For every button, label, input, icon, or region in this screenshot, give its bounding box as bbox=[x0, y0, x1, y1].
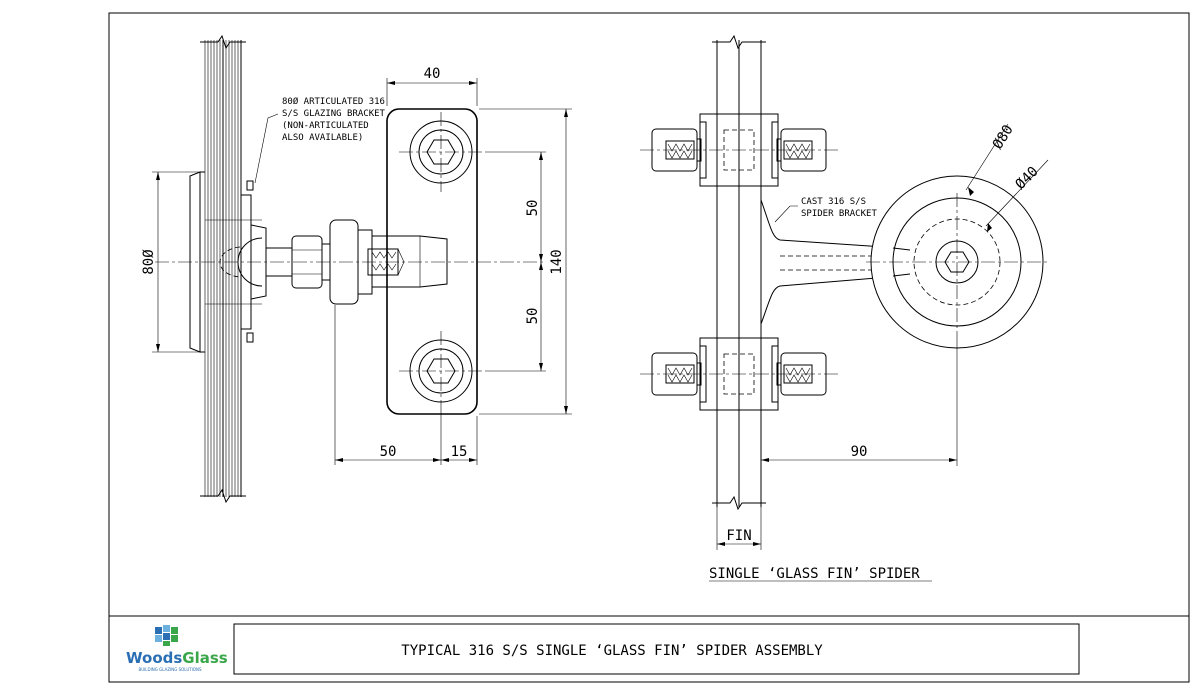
dim-80-dia bbox=[152, 171, 200, 353]
dim-label-upper-50: 50 bbox=[525, 200, 541, 217]
logo-tagline: BUILDING GLAZING SOLUTIONS bbox=[138, 667, 202, 672]
spider-note-line-1: CAST 316 S/S bbox=[801, 197, 866, 207]
drawing-title: TYPICAL 316 S/S SINGLE ‘GLASS FIN’ SPIDE… bbox=[401, 643, 823, 659]
bracket-note-line-1: 80Ø ARTICULATED 316 bbox=[282, 96, 385, 107]
spider-note-leader bbox=[774, 205, 798, 223]
dim-label-outer-dia: Ø80 bbox=[990, 122, 1017, 152]
dim-label-140: 140 bbox=[549, 249, 565, 274]
dim-label-bottom-15: 15 bbox=[451, 444, 468, 460]
spider-note-line-2: SPIDER BRACKET bbox=[801, 209, 877, 219]
title-box bbox=[233, 623, 1080, 675]
dim-label-bottom-50: 50 bbox=[380, 444, 397, 460]
note-leader bbox=[254, 113, 279, 184]
bracket-note-line-2: S/S GLAZING BRACKET bbox=[282, 109, 386, 119]
dim-50-50 bbox=[488, 151, 546, 372]
sheet-border bbox=[108, 12, 1190, 683]
dim-label-90: 90 bbox=[851, 444, 868, 460]
bottom-bolt bbox=[399, 331, 488, 411]
woodsglass-logo: WoodsGlass BUILDING GLAZING SOLUTIONS bbox=[126, 625, 228, 672]
dim-label-fin: FIN bbox=[726, 528, 751, 544]
bolt-boss bbox=[371, 235, 448, 288]
dim-label-80-dia: 80Ø bbox=[141, 249, 157, 275]
dim-140 bbox=[479, 108, 572, 415]
bracket-note-line-4: ALSO AVAILABLE) bbox=[282, 133, 363, 143]
logo-tiles-icon bbox=[155, 625, 178, 646]
spider-disc bbox=[866, 123, 1050, 349]
dim-40 bbox=[386, 78, 478, 106]
dim-90 bbox=[760, 345, 958, 466]
right-front-view bbox=[640, 34, 1050, 582]
dim-label-40: 40 bbox=[424, 66, 441, 82]
svg-text:WoodsGlass: WoodsGlass bbox=[126, 649, 228, 667]
logo-word-glass: Glass bbox=[182, 649, 228, 667]
dim-label-lower-50: 50 bbox=[525, 308, 541, 325]
dim-label-inner-dia: Ø40 bbox=[1013, 164, 1042, 193]
ball-joint bbox=[237, 237, 263, 287]
bracket-note-line-3: (NON-ARTICULATED bbox=[282, 121, 369, 131]
view-subtitle: SINGLE ‘GLASS FIN’ SPIDER bbox=[709, 566, 920, 582]
dim-bottom bbox=[334, 305, 478, 465]
left-side-view bbox=[152, 34, 572, 504]
top-bolt bbox=[399, 112, 488, 192]
spider-arm bbox=[760, 199, 901, 325]
fixing-plate bbox=[386, 108, 478, 415]
logo-word-woods: Woods bbox=[126, 649, 182, 667]
dim-fin bbox=[716, 507, 762, 550]
